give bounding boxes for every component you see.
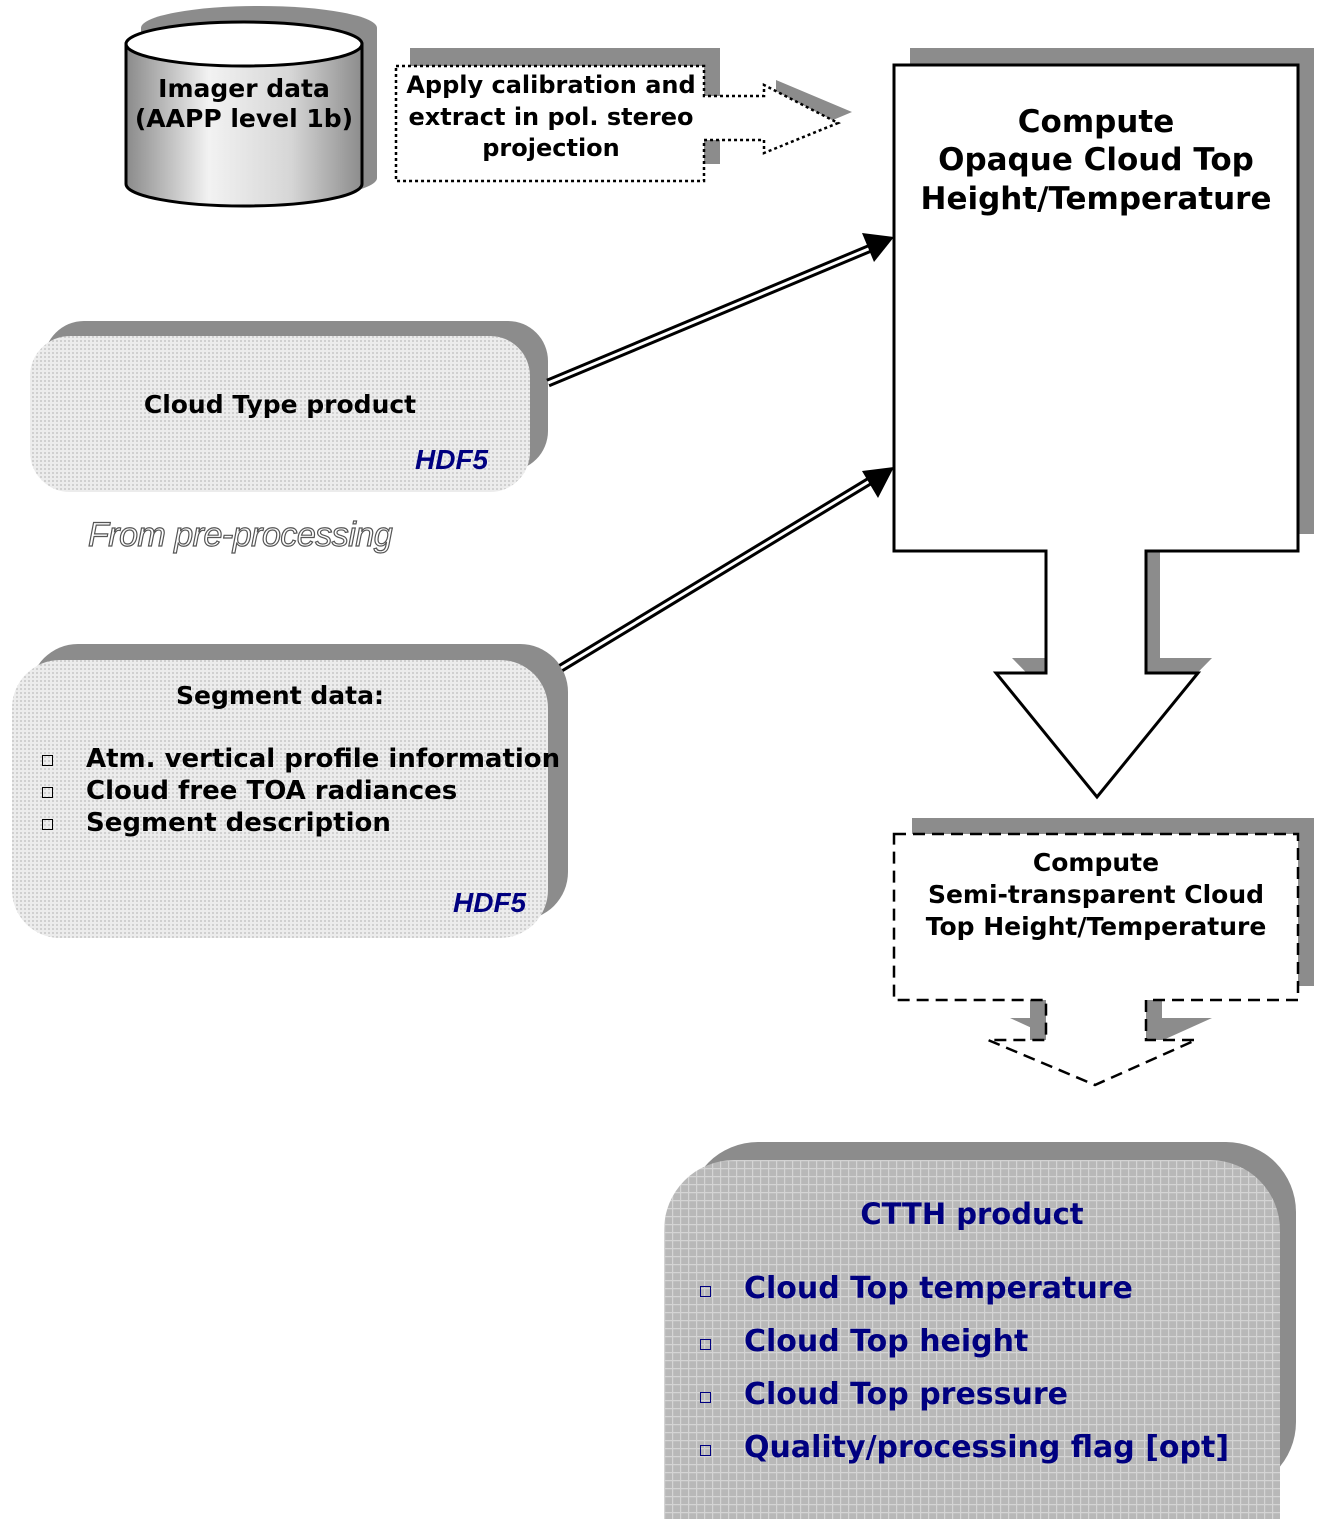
calibration-label: Apply calibration and extract in pol. st… (396, 70, 706, 165)
cloud-type-title: Cloud Type product (143, 390, 417, 419)
calibration-line-3: projection (482, 134, 620, 163)
calibration-line-2: extract in pol. stereo (408, 102, 694, 131)
ctth-item-text: Cloud Top height (744, 1324, 1029, 1359)
segment-item-text: Atm. vertical profile information (86, 744, 561, 774)
semi-transparent-label: Compute Semi-transparent Cloud Top Heigh… (896, 847, 1296, 943)
segment-item-text: Cloud free TOA radiances (86, 776, 458, 806)
list-item: Quality/processing flag [opt] (696, 1421, 1229, 1474)
segment-list: Atm. vertical profile information Cloud … (38, 743, 560, 839)
list-item: Cloud Top pressure (696, 1368, 1229, 1421)
opaque-line-2: Opaque Cloud Top (938, 142, 1254, 179)
imager-line-2: (AAPP level 1b) (134, 104, 354, 133)
cloud-type-panel (30, 321, 548, 492)
ctth-title: CTTH product (860, 1197, 1084, 1231)
imager-line-1: Imager data (158, 74, 330, 103)
ctth-item-text: Cloud Top temperature (744, 1271, 1133, 1306)
opaque-compute-label: Compute Opaque Cloud Top Height/Temperat… (896, 103, 1296, 218)
opaque-line-3: Height/Temperature (920, 180, 1272, 217)
segment-item-text: Segment description (86, 808, 391, 838)
ctth-item-text: Cloud Top pressure (744, 1377, 1069, 1412)
list-item: Segment description (38, 807, 560, 839)
calibration-arrow (394, 48, 852, 183)
ctth-panel (664, 1142, 1296, 1519)
segment-format: HDF5 (453, 887, 527, 918)
imager-data-label: Imager data (AAPP level 1b) (128, 74, 360, 134)
calibration-line-1: Apply calibration and (406, 71, 696, 99)
opaque-compute-box (892, 48, 1314, 800)
cloud-type-connector (546, 233, 894, 388)
imager-data-cylinder (124, 6, 377, 208)
semi-transparent-box (892, 818, 1314, 1087)
semi-line-1: Compute (1032, 848, 1160, 877)
cloud-type-format: HDF5 (415, 444, 489, 475)
semi-line-2: Semi-transparent Cloud (927, 880, 1265, 909)
preprocessing-note: From pre-processing (87, 515, 393, 554)
segment-connector (558, 467, 894, 672)
ctth-item-text: Quality/processing flag [opt] (744, 1430, 1230, 1465)
ctth-list: Cloud Top temperature Cloud Top height C… (696, 1262, 1229, 1474)
list-item: Atm. vertical profile information (38, 743, 560, 775)
segment-panel (12, 644, 568, 938)
list-item: Cloud Top temperature (696, 1262, 1229, 1315)
opaque-line-1: Compute (1017, 104, 1175, 140)
semi-line-3: Top Height/Temperature (925, 912, 1267, 941)
list-item: Cloud Top height (696, 1315, 1229, 1368)
segment-title: Segment data: (176, 681, 384, 710)
list-item: Cloud free TOA radiances (38, 775, 560, 807)
